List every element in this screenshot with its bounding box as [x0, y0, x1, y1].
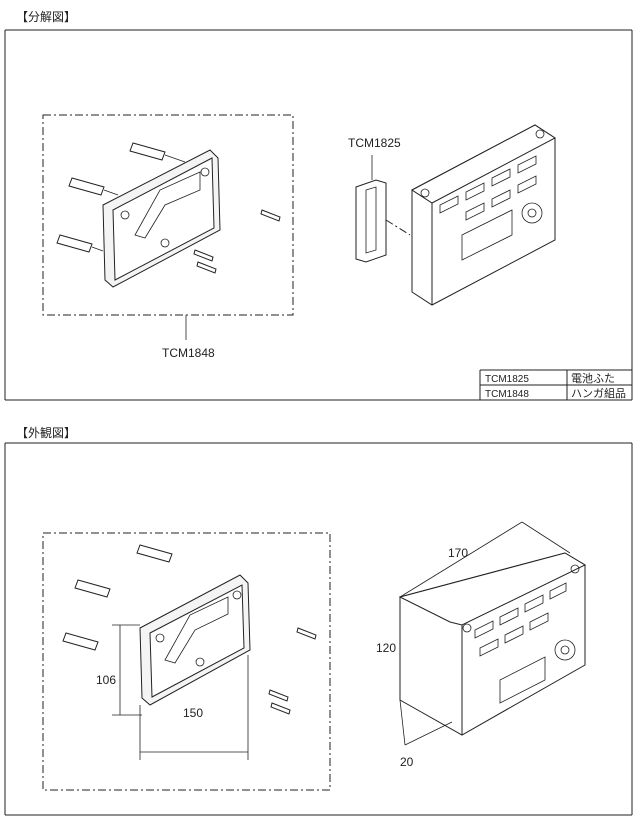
dimension-hanger-width: 150: [183, 706, 203, 720]
wall-anchor: [129, 142, 186, 163]
exterior-view-title: 【外観図】: [16, 426, 77, 440]
parts-table-name: 電池ふた: [571, 372, 615, 385]
remote-controller-exploded: [411, 124, 556, 306]
remote-controller-exterior: [398, 521, 587, 746]
battery-cover: [355, 155, 411, 263]
hanger-assembly-exterior: [42, 532, 331, 791]
exploded-view-title: 【分解図】: [16, 10, 77, 24]
hanger-assembly-exploded: [42, 114, 294, 340]
dimension-hanger-height: 106: [96, 673, 116, 687]
callout-battery-cover: TCM1825: [348, 136, 401, 150]
parts-table-code: TCM1848: [485, 389, 529, 400]
exploded-view-frame: [4, 29, 633, 401]
parts-table-name: ハンガ組品: [571, 387, 626, 400]
parts-table: TCM1825 電池ふた TCM1848 ハンガ組品: [479, 369, 632, 400]
exterior-view-frame: [4, 442, 633, 816]
parts-table-code: TCM1825: [485, 374, 529, 385]
screw: [260, 209, 281, 222]
dimension-depth: 20: [400, 755, 414, 769]
dimension-height: 120: [376, 641, 396, 655]
wall-anchor: [56, 234, 104, 253]
callout-hanger: TCM1848: [162, 346, 215, 360]
screw: [196, 261, 217, 274]
screw: [193, 249, 214, 262]
wall-anchor: [68, 177, 119, 196]
dimension-width: 170: [448, 546, 468, 560]
